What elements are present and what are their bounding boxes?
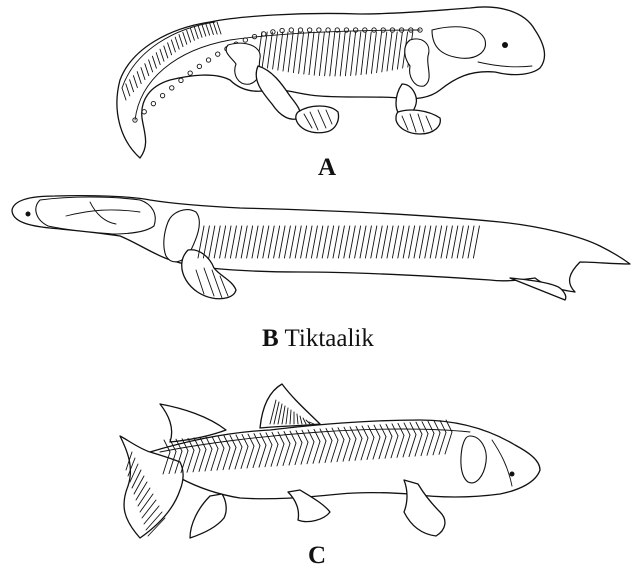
panel-a-tetrapod-drawing [117, 7, 545, 158]
panel-a-vertebra [142, 110, 146, 114]
panel-b-letter: B [262, 325, 279, 352]
panel-b-tiktaalik-drawing [12, 196, 630, 300]
panel-a-eye [502, 42, 508, 48]
panel-b-label: B Tiktaalik [262, 326, 374, 351]
panel-a-vertebra [179, 78, 183, 82]
panel-c-eye [510, 472, 515, 477]
panel-a-label: A [318, 155, 336, 180]
panel-c-label: C [308, 543, 326, 568]
panel-b-name: Tiktaalik [285, 325, 374, 352]
panel-a-vertebra [170, 86, 174, 90]
panel-a-vertebra [160, 93, 164, 97]
panel-a-letter: A [318, 154, 336, 181]
panel-a-vertebra [151, 101, 155, 105]
panel-b-eye [26, 212, 31, 217]
panel-c-fish-drawing [120, 384, 540, 538]
panel-c-letter: C [308, 542, 326, 569]
panel-c-anal-fin [190, 494, 226, 538]
